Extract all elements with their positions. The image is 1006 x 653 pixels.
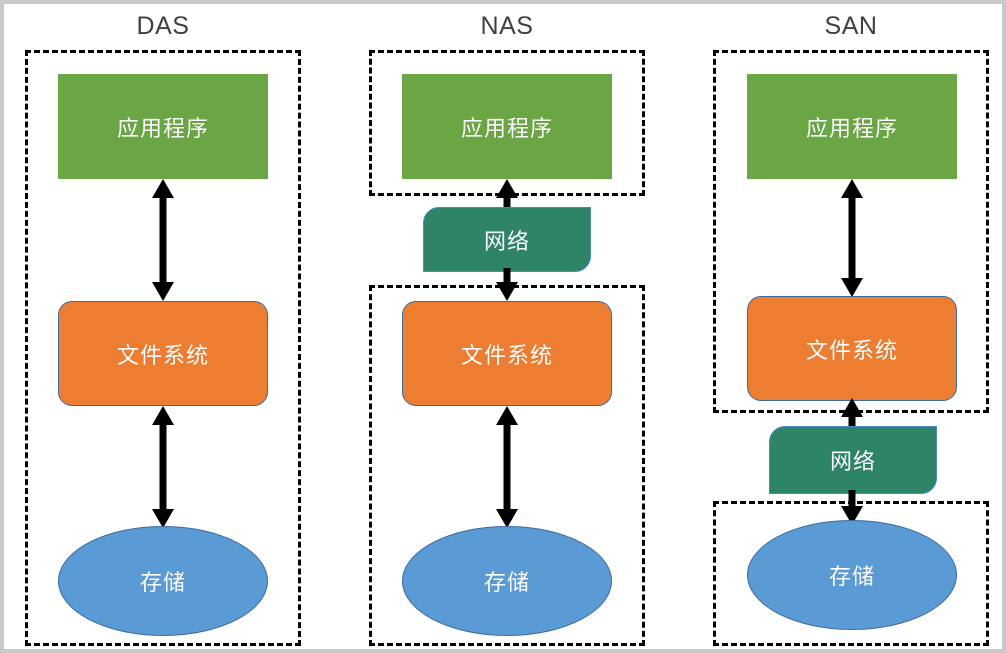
nas-application-node[interactable]: 应用程序: [402, 74, 612, 179]
nas-arrow-fs-storage: [493, 405, 521, 529]
das-storage-node[interactable]: 存储: [58, 526, 268, 636]
san-network-label: 网络: [829, 449, 876, 474]
column-title-nas: NAS: [480, 12, 534, 40]
san-network-node[interactable]: 网络: [769, 426, 937, 494]
das-filesystem-label: 文件系统: [116, 342, 209, 368]
san-arrow-app-fs: [838, 178, 866, 298]
nas-storage-node[interactable]: 存储: [402, 526, 612, 636]
nas-filesystem-label: 文件系统: [460, 342, 553, 368]
das-application-node[interactable]: 应用程序: [58, 74, 268, 179]
san-arrow-network-storage: [838, 490, 866, 526]
das-boundary: [25, 50, 301, 646]
column-title-san: SAN: [824, 12, 878, 40]
nas-storage-label: 存储: [483, 570, 530, 595]
nas-network-label: 网络: [483, 228, 530, 254]
san-filesystem-label: 文件系统: [805, 337, 898, 363]
san-storage-node[interactable]: 存储: [747, 520, 957, 630]
das-application-label: 应用程序: [116, 115, 209, 141]
nas-arrow-network-fs: [493, 268, 521, 302]
das-arrow-fs-storage: [149, 405, 177, 529]
nas-filesystem-node[interactable]: 文件系统: [402, 301, 612, 406]
nas-network-node[interactable]: 网络: [423, 207, 591, 272]
das-storage-label: 存储: [139, 570, 186, 595]
column-title-das: DAS: [136, 12, 190, 40]
das-arrow-app-fs: [149, 178, 177, 302]
san-application-label: 应用程序: [805, 115, 898, 141]
san-storage-label: 存储: [828, 564, 875, 589]
san-application-node[interactable]: 应用程序: [747, 74, 957, 179]
das-filesystem-node[interactable]: 文件系统: [58, 301, 268, 406]
nas-application-label: 应用程序: [460, 115, 553, 141]
san-filesystem-node[interactable]: 文件系统: [747, 296, 957, 401]
